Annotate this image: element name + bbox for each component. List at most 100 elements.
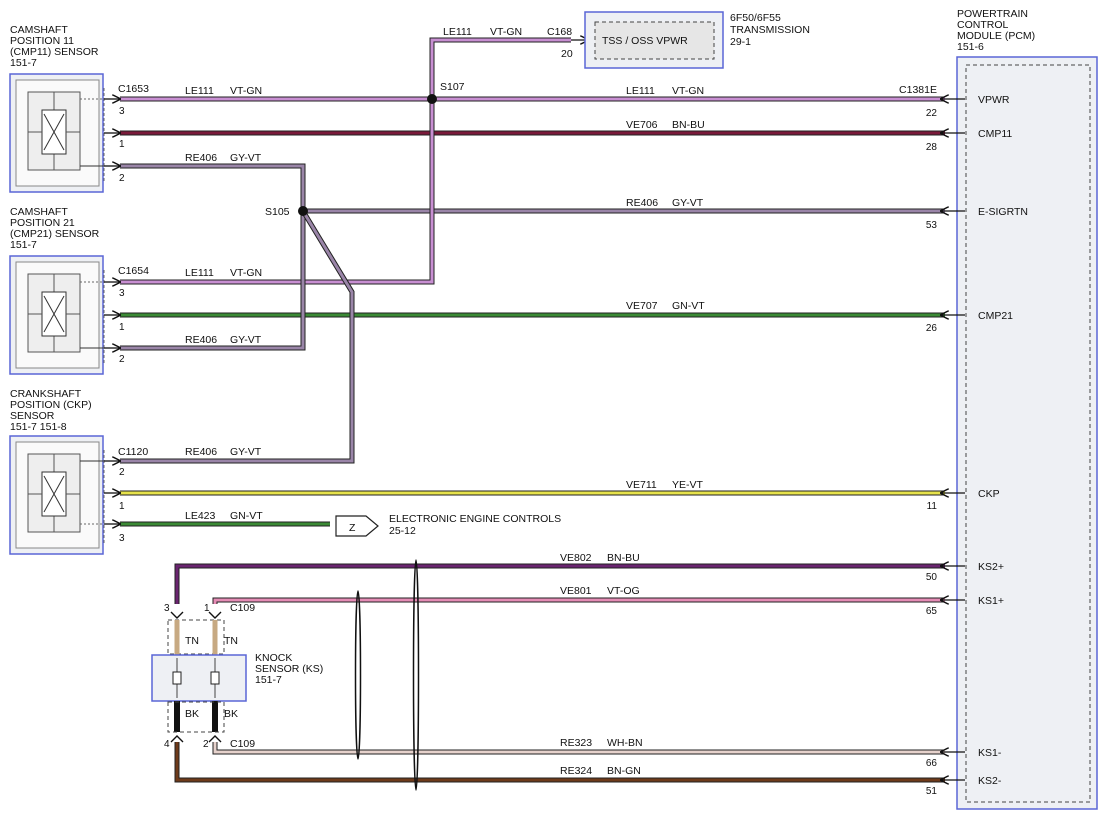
cmp21-pin: 3 <box>119 288 125 299</box>
wire-label-circuit: RE406 <box>626 197 658 209</box>
eec-connector-symbol <box>335 515 379 537</box>
wire-label-circuit: VE802 <box>560 552 592 564</box>
cmp11-title-line: CAMSHAFT <box>10 24 68 36</box>
pcm-pin-number: 51 <box>926 786 938 797</box>
wire-label-color: YE-VT <box>672 479 704 491</box>
transmission-box-label: TSS / OSS VPWR <box>602 35 688 47</box>
cmp21-sensor: CAMSHAFT POSITION 21 (CMP21) SENSOR 151-… <box>9 206 149 375</box>
cmp11-title-line: (CMP11) SENSOR <box>10 46 99 58</box>
transmission-component: C168 20 TSS / OSS VPWR 6F50/6F55 TRANSMI… <box>547 11 810 69</box>
wire-label-circuit: VE707 <box>626 300 658 312</box>
pcm-pin-number: 22 <box>926 108 938 119</box>
pcm-title-line: POWERTRAIN <box>957 8 1028 20</box>
wire-label-circuit: VE801 <box>560 585 592 597</box>
pcm-signal-name: E-SIGRTN <box>978 206 1028 218</box>
cmp11-pin: 3 <box>119 106 125 117</box>
splice-s107 <box>427 94 437 104</box>
transmission-pin: 20 <box>561 48 573 60</box>
wire-cmp21-rtn <box>120 211 305 350</box>
splice-s105 <box>298 206 308 216</box>
cmp11-title-line: POSITION 11 <box>10 35 74 47</box>
ckp-connector: C1120 <box>118 446 148 458</box>
wire-label-color: WH-BN <box>607 737 643 749</box>
pcm-pin-number: 66 <box>926 758 938 769</box>
wire-label-circuit: RE406 <box>185 334 217 346</box>
wire-ckp-rtn <box>120 210 354 463</box>
ckp-sensor: CRANKSHAFT POSITION (CKP) SENSOR 151-7 1… <box>9 388 148 555</box>
wire-label-color: GY-VT <box>672 197 704 209</box>
pcm-title-line: MODULE (PCM) <box>957 30 1035 42</box>
wire-label-color: VT-GN <box>230 267 262 279</box>
wire-label-color: GN-VT <box>230 510 263 522</box>
eec-symbol-label: Z <box>349 522 356 534</box>
wire-label-color: VT-GN <box>230 85 262 97</box>
splices: S107 S105 <box>265 81 465 218</box>
wire-label-circuit: RE324 <box>560 765 592 777</box>
ks-title-line: SENSOR (KS) <box>255 663 323 675</box>
splice-s107-label: S107 <box>440 81 465 93</box>
pcm-pins: 22 VPWR 28 CMP11 53 E-SIGRTN 26 CMP21 11… <box>926 94 1028 797</box>
wire-label-circuit: VE711 <box>626 479 657 491</box>
transmission-title-line: 29-1 <box>730 36 751 48</box>
ks-bk-label: BK <box>224 708 238 720</box>
pcm-pin-number: 65 <box>926 606 938 617</box>
pcm-pin-number: 26 <box>926 323 938 334</box>
pcm-signal-name: CMP21 <box>978 310 1013 322</box>
transmission-connector: C168 <box>547 26 572 38</box>
cmp11-connector: C1653 <box>118 83 149 95</box>
cmp21-pin: 2 <box>119 354 125 365</box>
ks-pin: 2 <box>203 739 209 750</box>
wire-label-color: VT-GN <box>490 26 522 38</box>
ckp-title-line: POSITION (CKP) <box>10 399 92 411</box>
wire-label-color: BN-GN <box>607 765 641 777</box>
pcm-signal-name: KS1- <box>978 747 1002 759</box>
pcm-signal-name: CKP <box>978 488 1000 500</box>
pcm-pin-number: 11 <box>927 501 938 512</box>
ks-pin: 4 <box>164 739 170 750</box>
ks-bottom-connector: C109 <box>230 738 255 750</box>
ks-pin: 1 <box>204 603 210 614</box>
wire-label-color: BN-BU <box>672 119 705 131</box>
cmp11-title-line: 151-7 <box>10 57 37 69</box>
pcm-signal-name: KS2- <box>978 775 1002 787</box>
eec-reference: Z ELECTRONIC ENGINE CONTROLS 25-12 <box>335 513 561 537</box>
cmp21-title-line: (CMP21) SENSOR <box>10 228 100 240</box>
cmp21-pin: 1 <box>119 322 125 333</box>
wire-cmp21-vpwr <box>120 99 434 284</box>
splice-s105-label: S105 <box>265 206 290 218</box>
wire-trans-core <box>430 38 571 99</box>
ckp-title-line: SENSOR <box>10 410 55 422</box>
wire-label-circuit: LE111 <box>443 26 472 38</box>
wire-label-color: VT-GN <box>672 85 704 97</box>
wire-label-color: GY-VT <box>230 152 262 164</box>
wire-ks1m <box>213 742 945 754</box>
pcm-signal-name: VPWR <box>978 94 1010 106</box>
cmp21-title-line: CAMSHAFT <box>10 206 68 218</box>
pcm-pin-number: 53 <box>926 220 938 231</box>
pcm-pin-number: 50 <box>926 572 938 583</box>
wire-label-color: VT-OG <box>607 585 640 597</box>
ks-title-line: 151-7 <box>255 674 282 686</box>
eec-title-line: 25-12 <box>389 525 416 537</box>
twisted-pair-markers <box>354 559 420 791</box>
pcm-signal-name: CMP11 <box>978 128 1012 140</box>
pcm-signal-name: KS1+ <box>978 595 1004 607</box>
ckp-pin: 3 <box>119 533 125 544</box>
ks-tn-label: TN <box>224 635 238 647</box>
cmp11-sensor: CAMSHAFT POSITION 11 (CMP11) SENSOR 151-… <box>9 24 149 193</box>
wire-label-color: GY-VT <box>230 446 262 458</box>
wire-label-circuit: RE406 <box>185 446 217 458</box>
pcm-title-line: 151-6 <box>957 41 984 53</box>
wire-label-circuit: LE111 <box>185 267 214 279</box>
ks-bk-label: BK <box>185 708 199 720</box>
wire-ks1p <box>213 598 945 604</box>
knock-sensor: 3 1 C109 TN TN KNOCK SENSOR (KS) 151-7 B… <box>151 602 323 750</box>
transmission-title-line: 6F50/6F55 <box>730 12 781 24</box>
cmp21-title-line: 151-7 <box>10 239 37 251</box>
cmp11-pin: 1 <box>119 139 125 150</box>
cmp21-title-line: POSITION 21 <box>10 217 75 229</box>
ks-top-connector: C109 <box>230 602 255 614</box>
pcm-module: POWERTRAIN CONTROL MODULE (PCM) 151-6 C1… <box>899 8 1098 810</box>
ckp-title-line: CRANKSHAFT <box>10 388 82 400</box>
